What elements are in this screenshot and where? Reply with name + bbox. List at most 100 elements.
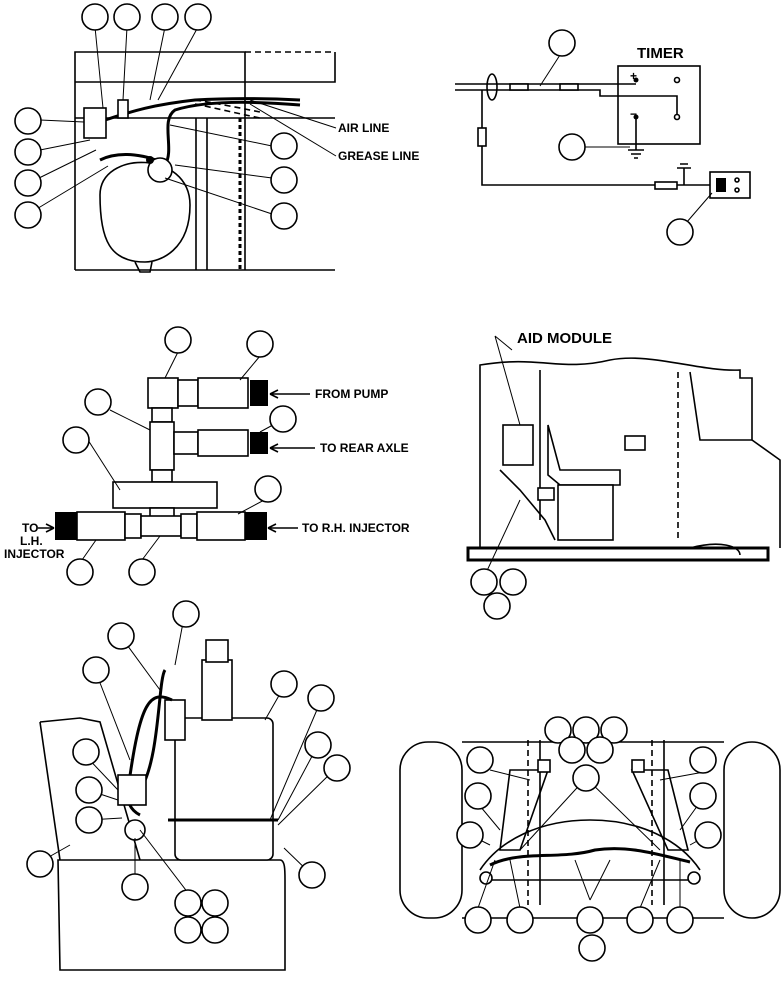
elbow-fitting	[147, 377, 179, 409]
frame-upright	[195, 118, 208, 270]
hose-braid	[245, 512, 267, 540]
cab-step	[499, 469, 556, 541]
plug-terminal	[734, 187, 740, 193]
valve-block	[83, 107, 107, 139]
rear-axle-arrow	[269, 443, 315, 453]
callout-bubble	[82, 656, 110, 684]
timer-terminal	[633, 77, 639, 83]
frame-top-rail	[75, 52, 336, 83]
frame-rails-dashed	[527, 740, 653, 905]
callout-bubble	[14, 201, 42, 229]
callout-bubble	[113, 3, 141, 31]
callout-bubble	[558, 736, 586, 764]
cross-fitting	[140, 515, 182, 537]
mounting-plate	[112, 481, 218, 509]
cab-panel	[624, 435, 646, 451]
timer-terminal	[673, 113, 681, 121]
wire-connector	[559, 83, 579, 91]
callout-bubble	[694, 821, 722, 849]
pressure-gauge	[124, 819, 146, 841]
cylinder-foot	[134, 261, 153, 273]
callout-bubble	[26, 850, 54, 878]
cab-hose	[689, 543, 741, 556]
pump-hose	[126, 695, 173, 817]
left-shock-top	[537, 759, 551, 773]
callout-bubble	[304, 731, 332, 759]
cab-floor	[466, 546, 770, 562]
callout-bubble	[626, 906, 654, 934]
plug-terminal	[734, 177, 740, 183]
mount-base	[57, 859, 286, 971]
callout-bubble	[689, 746, 717, 774]
callout-bubble	[174, 916, 202, 944]
callout-bubble	[201, 916, 229, 944]
panel-aid-module: AID MODULE	[466, 330, 781, 620]
callout-bubble	[254, 475, 282, 503]
cab-leader	[484, 499, 521, 576]
callout-bubble	[174, 889, 202, 917]
left-tire	[399, 741, 463, 919]
right-knuckle	[687, 871, 701, 885]
callout-bubble	[14, 107, 42, 135]
solenoid-valve	[117, 774, 147, 806]
timer-wires-top	[455, 83, 678, 114]
callout-bubble	[456, 821, 484, 849]
callout-bubble	[464, 782, 492, 810]
from-pump-label: FROM PUMP	[315, 387, 388, 401]
timer-terminal	[673, 76, 681, 84]
panel-front-axle	[399, 716, 781, 962]
bracket-edge	[39, 721, 61, 861]
callout-bubble	[66, 558, 94, 586]
tee-fitting	[149, 421, 175, 471]
timer-title: TIMER	[637, 45, 684, 62]
right-shock-top	[631, 759, 645, 773]
callout-bubble	[72, 738, 100, 766]
callout-bubble	[14, 169, 42, 197]
to-lh-injector-label-3: INJECTOR	[4, 547, 65, 561]
timer-plus: +	[630, 69, 637, 83]
hex-nut	[151, 469, 173, 483]
valve-fitting	[117, 99, 129, 119]
callout-bubble	[201, 889, 229, 917]
fitting-leaders	[81, 351, 283, 561]
callout-bubble	[572, 716, 600, 744]
cab-outline	[479, 357, 781, 548]
callout-bubble	[270, 670, 298, 698]
callout-bubble	[470, 568, 498, 596]
callout-bubble	[600, 716, 628, 744]
aid-module-title: AID MODULE	[517, 330, 612, 347]
cab-vent	[537, 487, 555, 501]
callout-bubble	[586, 736, 614, 764]
callout-bubble	[307, 684, 335, 712]
callout-bubble	[107, 622, 135, 650]
hose-ferrule	[173, 431, 199, 455]
pump-fitting	[164, 699, 186, 741]
callout-bubble	[172, 600, 200, 628]
seat-back	[547, 424, 621, 486]
grease-line-hose	[99, 100, 301, 168]
clamp-fitting	[147, 157, 173, 183]
plug-pin	[716, 178, 726, 192]
timer-box	[617, 65, 701, 145]
callout-bubble	[270, 202, 298, 230]
cab-window	[689, 371, 752, 441]
reservoir-tank	[174, 717, 274, 861]
plug-connector	[709, 171, 751, 199]
wire-connector	[509, 83, 529, 91]
grease-line-label: GREASE LINE	[338, 149, 419, 163]
callout-bubble	[81, 3, 109, 31]
callout-bubble	[164, 326, 192, 354]
pump-motor-top	[205, 639, 229, 663]
cylinder-body	[99, 161, 191, 263]
timer-wire-loop	[481, 90, 710, 186]
air-line-label: AIR LINE	[338, 121, 389, 135]
callout-bubble	[466, 746, 494, 774]
callout-bubble	[572, 764, 600, 792]
leader-lines	[34, 26, 276, 216]
callout-bubble	[298, 861, 326, 889]
callout-bubble	[578, 934, 606, 962]
panel-pump-reservoir	[26, 600, 351, 971]
axle-leaders	[469, 769, 707, 909]
callout-bubble	[14, 138, 42, 166]
